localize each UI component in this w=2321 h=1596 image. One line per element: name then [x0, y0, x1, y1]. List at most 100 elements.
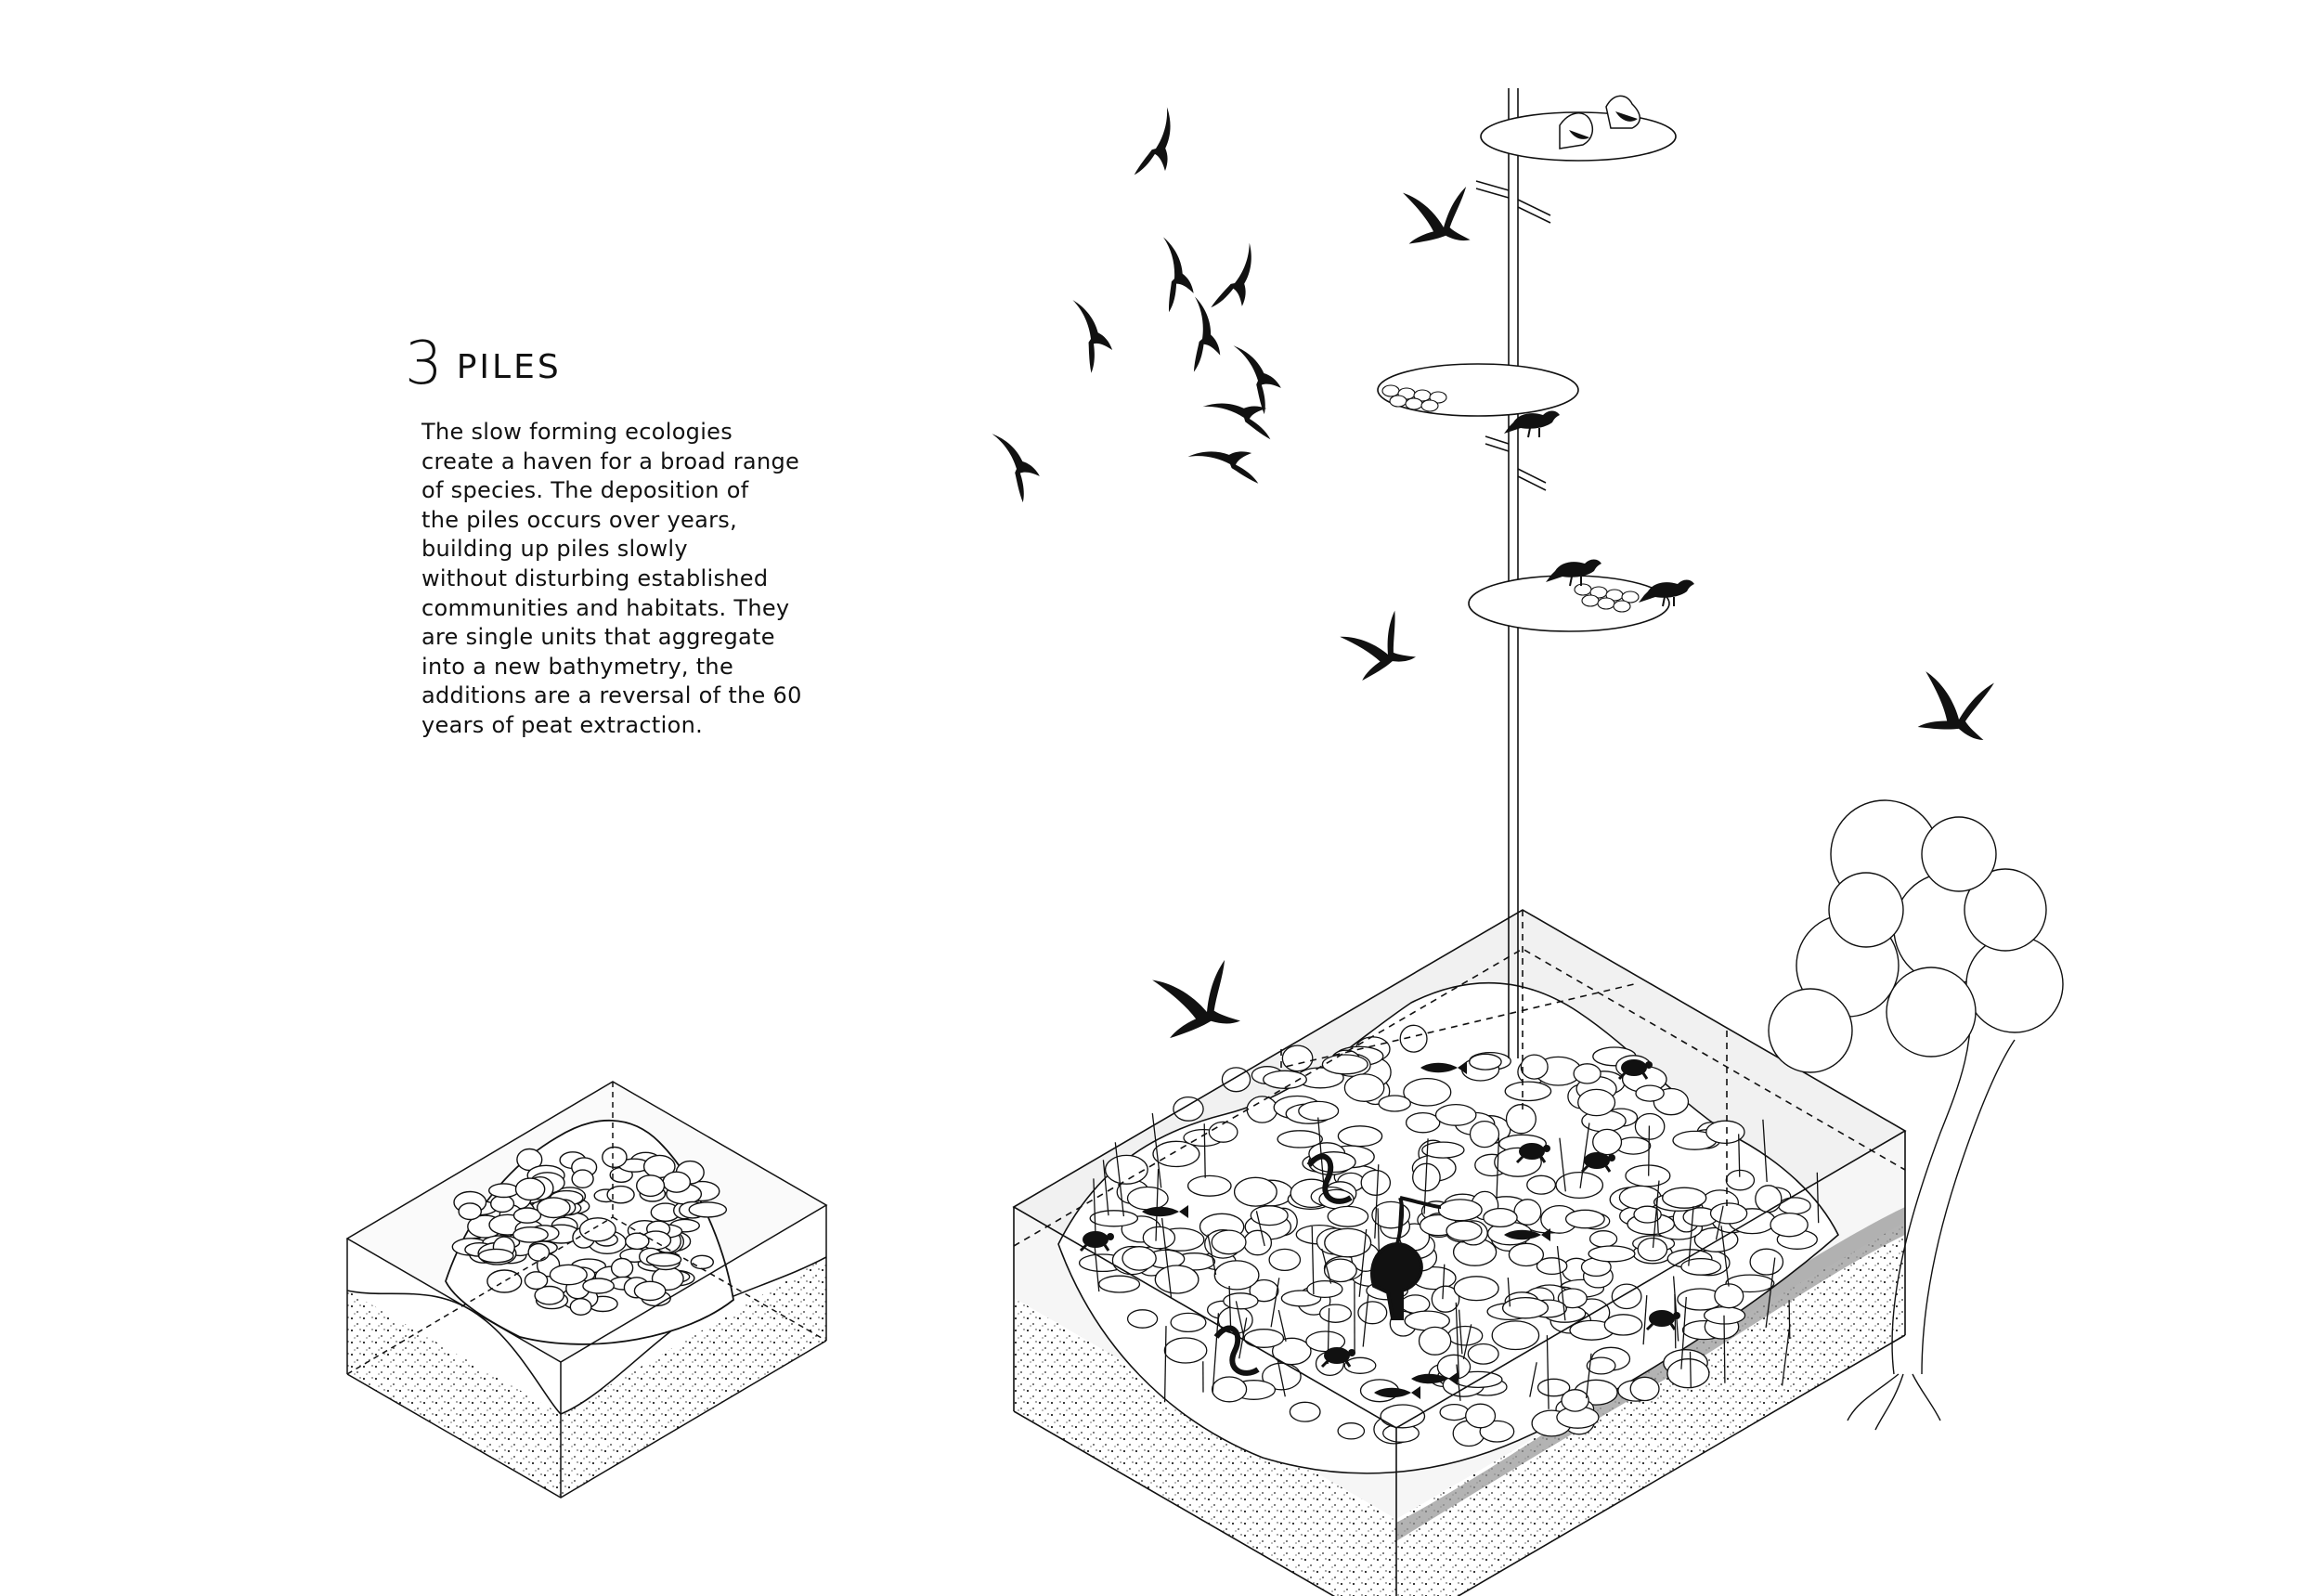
- stone-icon: [1098, 1275, 1141, 1293]
- stone-icon: [1491, 1320, 1540, 1351]
- reed-icon: [1579, 1122, 1590, 1188]
- stone-icon: [1526, 1174, 1557, 1195]
- stone-icon: [1537, 1378, 1571, 1397]
- stone-icon: [635, 1174, 666, 1198]
- reed-icon: [1507, 1278, 1511, 1307]
- stone-icon: [633, 1280, 667, 1302]
- stone-icon: [1250, 1205, 1289, 1226]
- stone-icon: [1564, 1209, 1605, 1229]
- stone-icon: [1324, 1227, 1372, 1258]
- stone-icon: [1586, 1356, 1616, 1375]
- stone-icon: [1249, 1278, 1279, 1303]
- reed-icon: [1442, 1264, 1446, 1300]
- stone-icon: [1277, 1130, 1323, 1148]
- stone-icon: [1557, 1288, 1588, 1309]
- stone-icon: [1305, 1330, 1346, 1353]
- stone-icon: [1629, 1376, 1660, 1402]
- reed-icon: [1462, 1324, 1472, 1360]
- reed-icon: [1362, 1294, 1369, 1347]
- stone-icon: [1399, 1024, 1428, 1053]
- small-pile-box: [345, 1081, 828, 1499]
- description-paragraph: The slow forming ecologies create a have…: [421, 419, 802, 738]
- stone-icon: [1437, 1199, 1483, 1222]
- stone-icon: [1089, 1210, 1139, 1227]
- stone-icon: [662, 1171, 692, 1193]
- stone-icon: [1749, 1248, 1784, 1276]
- reed-icon: [1151, 1113, 1162, 1188]
- stone-icon: [1446, 1220, 1483, 1241]
- section-word: PILES: [456, 348, 562, 386]
- stone-icon: [1126, 1186, 1169, 1211]
- stone-icon: [1281, 1045, 1314, 1072]
- reed-icon: [1311, 1226, 1315, 1295]
- reed-icon: [1423, 1138, 1429, 1214]
- heron-icon: [1370, 1196, 1442, 1320]
- stone-icon: [688, 1201, 728, 1218]
- reed-icon: [1546, 1335, 1549, 1409]
- reed-icon: [1114, 1142, 1125, 1217]
- reed-icon: [1674, 1293, 1677, 1349]
- stone-icon: [487, 1183, 520, 1199]
- stone-icon: [1211, 1229, 1247, 1255]
- stone-icon: [1343, 1073, 1385, 1102]
- stone-icon: [1465, 1403, 1497, 1429]
- reed-icon: [1277, 1309, 1287, 1342]
- stone-icon: [1573, 1063, 1601, 1084]
- reed-icon: [1255, 1211, 1265, 1247]
- stone-icon: [690, 1254, 714, 1270]
- stone-icon: [582, 1278, 615, 1294]
- stone-icon: [1662, 1187, 1707, 1209]
- reed-icon: [1715, 1205, 1724, 1240]
- stone-icon: [1504, 1081, 1552, 1102]
- stone-icon: [1588, 1245, 1636, 1263]
- stone-icon: [1327, 1205, 1369, 1227]
- reed-icon: [1738, 1134, 1741, 1177]
- stone-icon: [1618, 1185, 1662, 1210]
- reed-icon: [1238, 1317, 1248, 1359]
- stone-icon: [1453, 1276, 1499, 1302]
- platform-stones: [1381, 384, 1640, 613]
- stone-icon: [1603, 1314, 1643, 1336]
- stone-icon: [1725, 1169, 1756, 1191]
- stone-icon: [478, 1248, 514, 1264]
- stone-icon: [1634, 1112, 1666, 1140]
- stone-icon: [527, 1242, 551, 1262]
- stone-icon: [1469, 1120, 1500, 1148]
- stone-icon: [1404, 1310, 1450, 1331]
- stone-icon: [1520, 1054, 1549, 1080]
- reed-icon: [1720, 1226, 1730, 1287]
- stone-icon: [536, 1197, 571, 1219]
- reed-icon: [1207, 1234, 1217, 1276]
- stone-icon: [645, 1252, 682, 1267]
- stone-icon: [1467, 1343, 1499, 1365]
- stone-icon: [1705, 1120, 1745, 1145]
- stone-icon: [1243, 1329, 1285, 1348]
- stone-icon: [1263, 1070, 1307, 1089]
- reed-icon: [1228, 1285, 1232, 1328]
- stone-icon: [1306, 1279, 1343, 1299]
- stone-icon: [1343, 1356, 1377, 1374]
- stone-icon: [1447, 1325, 1484, 1346]
- stone-icon: [1434, 1103, 1477, 1126]
- stone-icon: [1152, 1140, 1200, 1168]
- reed-icon: [1585, 1353, 1592, 1399]
- stone-icon: [1508, 1242, 1545, 1267]
- stone-icon: [1439, 1403, 1470, 1421]
- stone-icon: [625, 1232, 650, 1251]
- stone-icon: [1323, 1258, 1357, 1283]
- stone-icon: [602, 1146, 628, 1168]
- reed-icon: [1723, 1315, 1726, 1383]
- reed-icon: [1358, 1228, 1368, 1297]
- tree-icon: [1768, 799, 2064, 1431]
- reed-icon: [1317, 1117, 1325, 1185]
- reed-icon: [1556, 1246, 1566, 1321]
- stone-icon: [1611, 1283, 1642, 1310]
- stone-icon: [1421, 1141, 1465, 1159]
- stone-icon: [569, 1297, 592, 1316]
- stone-icon: [1318, 1304, 1353, 1323]
- stone-icon: [1501, 1296, 1549, 1319]
- stone-icon: [1403, 1077, 1452, 1107]
- stone-icon: [1186, 1174, 1232, 1197]
